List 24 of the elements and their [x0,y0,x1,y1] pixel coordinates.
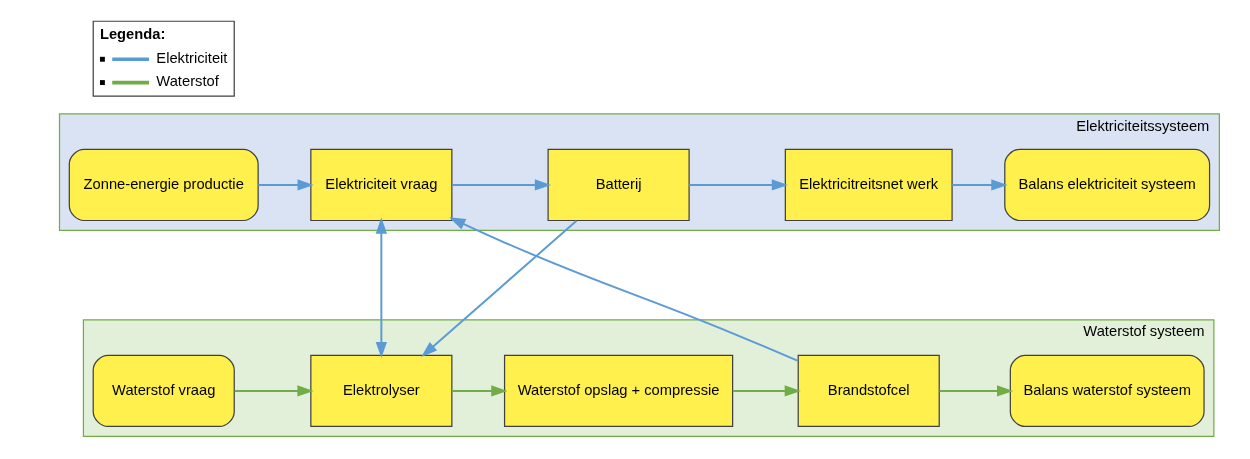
arrow [256,178,314,191]
node-box: Balans elektriciteit systeem [1003,148,1210,221]
node-box: Elektrolyser [309,354,452,427]
arrow [950,178,1007,191]
node-box: Waterstof vraag [92,354,235,427]
legend-label: Waterstof [155,72,219,89]
arrow [687,178,788,191]
arrow [233,384,314,397]
arrow [420,219,578,357]
arrow [448,216,799,362]
node-box: Brandstofcel [797,354,940,427]
arrow [375,217,387,358]
node-box: Elektriciteit vraag [309,148,452,221]
node-box: Zonne-energie productie [68,148,259,221]
node-box: Elektricitreitsnet werk [784,148,953,221]
arrow [938,384,1013,397]
node-box: Batterij [547,148,690,221]
arrow [450,178,551,191]
node-box: Waterstof opslag + compressie [503,354,733,427]
arrow [731,384,801,397]
label: Legenda: [99,25,165,42]
legend-label: Elektriciteit [155,49,227,66]
node-box: Balans waterstof systeem [1009,354,1205,427]
arrow [450,384,507,397]
